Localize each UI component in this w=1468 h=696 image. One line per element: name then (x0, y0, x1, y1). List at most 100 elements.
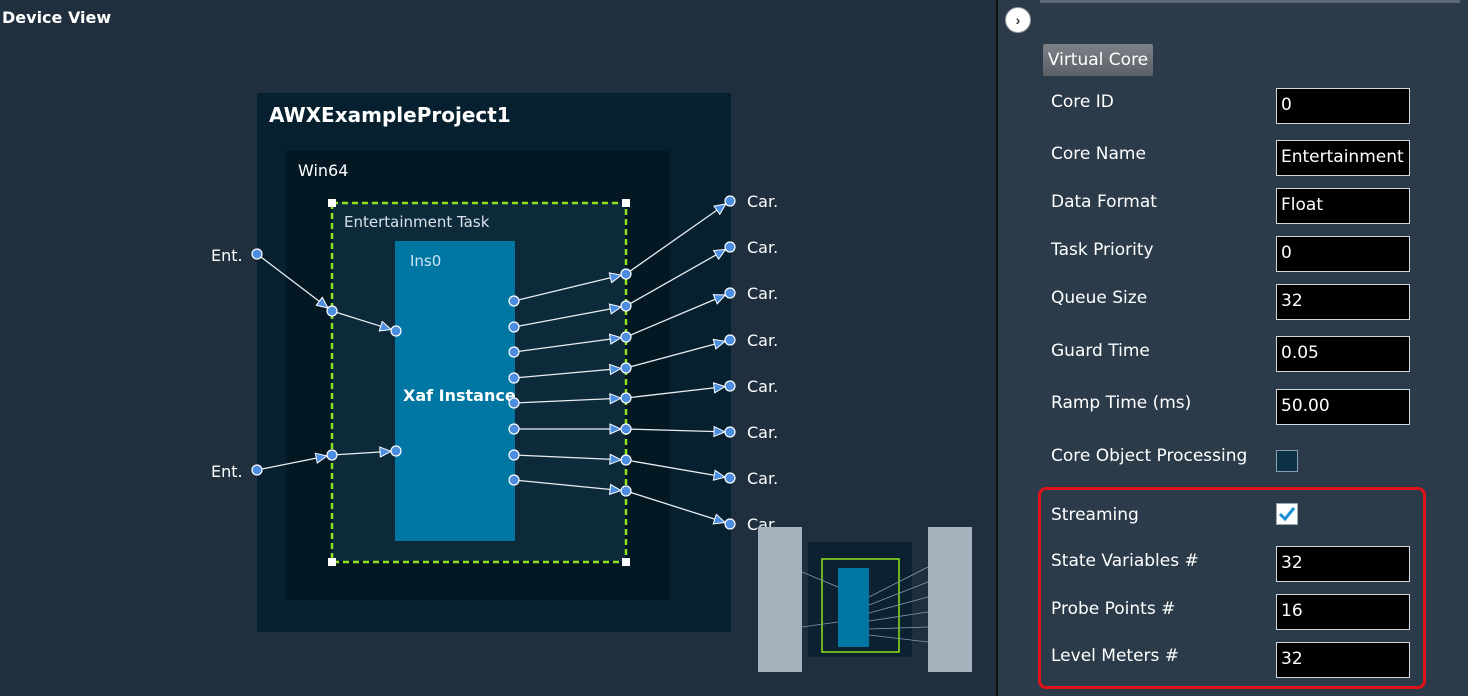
streaming-checkbox[interactable] (1276, 503, 1298, 525)
output-pin[interactable] (620, 485, 632, 497)
output-pin[interactable] (724, 195, 736, 207)
wire-arrow (608, 272, 623, 284)
output-pin[interactable] (724, 380, 736, 392)
wire (513, 273, 627, 302)
checkmark-icon (1278, 507, 1296, 522)
guard-time-label: Guard Time (1051, 341, 1150, 361)
input-pin[interactable] (251, 248, 263, 260)
wire-arrow (712, 338, 727, 350)
output-pin[interactable] (724, 472, 736, 484)
wire (513, 454, 627, 461)
output-label: Car. (747, 423, 779, 442)
output-pin[interactable] (508, 346, 520, 358)
wire-arrow (378, 320, 393, 332)
output-pin[interactable] (508, 474, 520, 486)
wire (513, 305, 627, 328)
core-name-label: Core Name (1051, 144, 1146, 164)
tab-virtual-core[interactable]: Virtual Core (1043, 44, 1153, 76)
core-name-field[interactable]: Entertainment Task (1276, 140, 1410, 176)
wire (625, 490, 731, 525)
output-pin[interactable] (620, 454, 632, 466)
output-label: Car. (747, 192, 779, 211)
wire-arrow (609, 363, 623, 376)
output-pin[interactable] (620, 392, 632, 404)
data-format-field[interactable]: Float (1276, 188, 1410, 224)
instance-id: Ins0 (410, 252, 442, 270)
level-meters-label: Level Meters # (1051, 646, 1180, 666)
wire (625, 200, 731, 275)
output-pin[interactable] (620, 362, 632, 374)
output-pin[interactable] (724, 334, 736, 346)
data-format-label: Data Format (1051, 192, 1157, 212)
output-pin[interactable] (508, 397, 520, 409)
output-label: Car. (747, 284, 779, 303)
platform-title: Win64 (298, 161, 349, 180)
output-pin[interactable] (508, 321, 520, 333)
output-pin[interactable] (724, 518, 736, 530)
collapse-panel-button[interactable]: › (1005, 7, 1031, 33)
task-priority-field[interactable]: 0 (1276, 236, 1410, 272)
output-label: Car. (747, 331, 779, 350)
instance-block[interactable] (395, 241, 515, 541)
wire-arrow (713, 425, 727, 438)
wire (625, 385, 731, 399)
core-object-processing-checkbox[interactable] (1276, 450, 1298, 472)
ramp-time-field[interactable]: 50.00 (1276, 389, 1410, 425)
wire-layer (251, 195, 736, 566)
wire (625, 292, 731, 338)
wire-arrow (712, 469, 727, 481)
guard-time-field[interactable]: 0.05 (1276, 336, 1410, 372)
probe-points-label: Probe Points # (1051, 599, 1176, 619)
wire (625, 339, 731, 369)
wire-arrow (379, 446, 393, 458)
output-pin[interactable] (724, 287, 736, 299)
output-pin[interactable] (724, 241, 736, 253)
device-view-canvas[interactable]: Device View AWXExampleProject1 Win64 Ent… (0, 0, 996, 696)
wire-arrow (608, 303, 623, 315)
minimap[interactable] (758, 527, 972, 672)
output-pin[interactable] (508, 372, 520, 384)
probe-points-field[interactable]: 16 (1276, 594, 1410, 630)
state-variables-label: State Variables # (1051, 551, 1199, 571)
instance-label: Xaf Instance (403, 386, 516, 405)
queue-size-field[interactable]: 32 (1276, 284, 1410, 320)
output-pin[interactable] (620, 423, 632, 435)
input-pin[interactable] (251, 464, 263, 476)
input-pin[interactable] (390, 325, 402, 337)
wire-arrow (713, 203, 727, 216)
minimap-viewport[interactable] (801, 527, 929, 672)
output-pin[interactable] (508, 449, 520, 461)
output-pin[interactable] (508, 423, 520, 435)
task-title: Entertainment Task (344, 213, 490, 231)
chevron-right-icon: › (1015, 12, 1021, 28)
output-pin[interactable] (724, 426, 736, 438)
panel-top-bar (1040, 0, 1460, 3)
level-meters-field[interactable]: 32 (1276, 642, 1410, 678)
streaming-label: Streaming (1051, 505, 1139, 525)
task-priority-label: Task Priority (1051, 240, 1154, 260)
output-pin[interactable] (620, 300, 632, 312)
output-label: Car. (747, 377, 779, 396)
selection-handle (328, 199, 336, 207)
core-id-field[interactable]: 0 (1276, 88, 1410, 124)
wire (513, 336, 627, 353)
project-title: AWXExampleProject1 (269, 103, 511, 127)
output-pin[interactable] (620, 331, 632, 343)
wire-arrow (609, 483, 623, 496)
output-label: Car. (747, 469, 779, 488)
input-pin[interactable] (326, 449, 338, 461)
selection-handle (622, 558, 630, 566)
wire (625, 428, 731, 433)
core-object-processing-label: Core Object Processing (1051, 446, 1248, 466)
wire-arrow (712, 513, 727, 525)
state-variables-field[interactable]: 32 (1276, 546, 1410, 582)
wire-arrow (712, 294, 727, 305)
selection-handle (328, 558, 336, 566)
input-pin[interactable] (390, 445, 402, 457)
device-view-title: Device View (2, 8, 112, 27)
input-pin[interactable] (326, 305, 338, 317)
output-pin[interactable] (508, 295, 520, 307)
wire (625, 246, 731, 307)
output-pin[interactable] (620, 268, 632, 280)
wire-arrow (314, 452, 329, 464)
